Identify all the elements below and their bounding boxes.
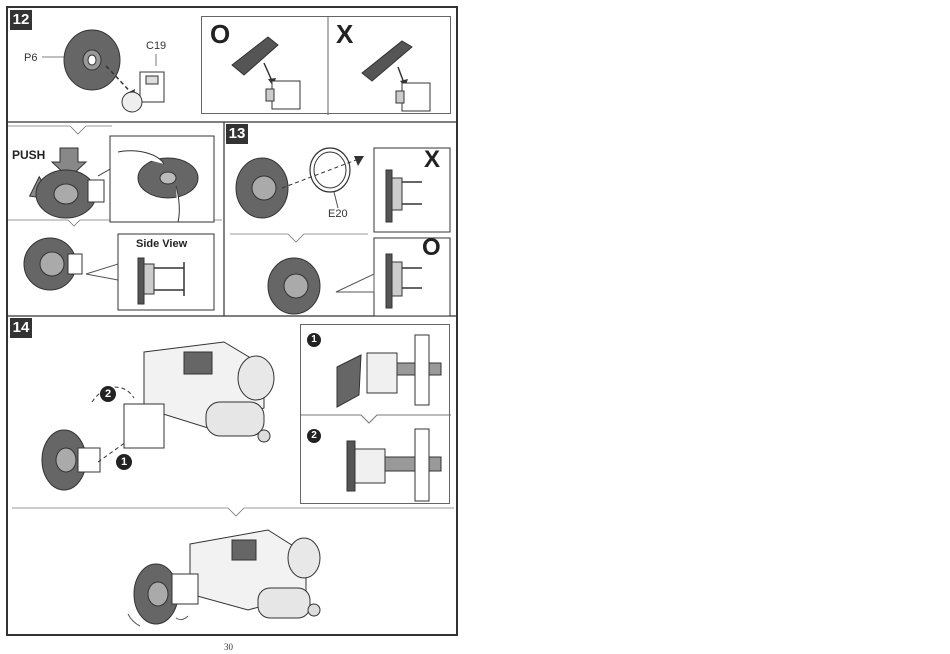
step-14-detail-diagram	[301, 325, 451, 505]
wrong-mark: X	[336, 19, 353, 50]
step-13-diagram	[226, 122, 454, 316]
correct-mark: O	[210, 19, 230, 50]
side-view-diagram	[8, 224, 224, 314]
step-12-check-panel: O X	[201, 16, 451, 114]
step-14-detail-panel: 1 2	[300, 324, 450, 504]
wheel-disc-p6-diagram	[8, 8, 208, 118]
push-diagram	[8, 124, 224, 224]
insertion-angle-diagram	[202, 17, 452, 115]
detail-marker-2: 2	[307, 429, 321, 443]
order-marker-1: 1	[116, 454, 132, 470]
step-14-assembly-diagram	[8, 318, 308, 508]
detail-marker-1: 1	[307, 333, 321, 347]
page-number: 30	[224, 642, 233, 652]
step-13-wrong-mark: X	[424, 146, 440, 174]
instruction-page: 12 P6 C19 O X	[6, 6, 458, 636]
order-marker-2: 2	[100, 386, 116, 402]
step-13-correct-mark: O	[422, 234, 441, 262]
side-view-title: Side View	[136, 238, 187, 250]
final-assembly-diagram	[108, 514, 428, 632]
